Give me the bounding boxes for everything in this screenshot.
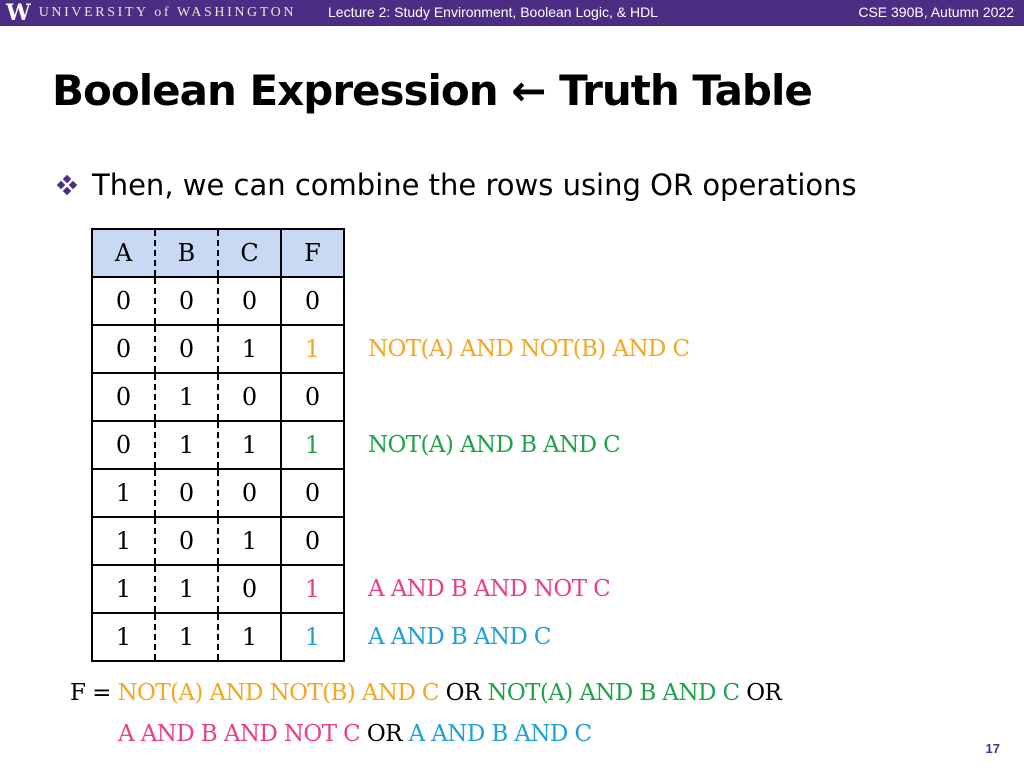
cell-output: 0 — [280, 468, 345, 518]
cell-output: 0 — [280, 372, 345, 422]
cell: 0 — [217, 372, 282, 422]
minterm-row-111: A AND B AND C — [368, 624, 552, 650]
minterm-row-011: NOT(A) AND B AND C — [368, 432, 621, 458]
table-row: 1 0 1 0 — [91, 516, 345, 566]
cell-output: 1 — [280, 564, 345, 614]
cell: 0 — [217, 468, 282, 518]
truth-table: A B C F 0 0 0 0 0 0 1 1 0 1 0 0 0 1 1 1 … — [91, 228, 345, 662]
cell-output: 0 — [280, 516, 345, 566]
formula-or: OR — [366, 721, 403, 747]
table-row: 0 0 1 1 — [91, 324, 345, 374]
cell: 0 — [91, 276, 156, 326]
table-row: 1 0 0 0 — [91, 468, 345, 518]
cell: 1 — [217, 516, 282, 566]
cell: 0 — [154, 324, 219, 374]
minterm-row-110: A AND B AND NOT C — [368, 576, 611, 602]
cell: 1 — [154, 564, 219, 614]
formula-line-2: A AND B AND NOT C OR A AND B AND C — [118, 721, 593, 747]
header-f: F — [280, 228, 345, 278]
uw-wordmark: UNIVERSITY of WASHINGTON — [38, 5, 297, 20]
cell: 1 — [217, 612, 282, 662]
cell: 1 — [217, 324, 282, 374]
formula-line-1: F = NOT(A) AND NOT(B) AND C OR NOT(A) AN… — [70, 680, 782, 706]
cell: 1 — [154, 612, 219, 662]
cell: 1 — [154, 420, 219, 470]
formula-term-4: A AND B AND C — [408, 721, 593, 747]
cell: 0 — [217, 276, 282, 326]
table-row: 0 1 0 0 — [91, 372, 345, 422]
cell: 0 — [154, 276, 219, 326]
formula-term-2: NOT(A) AND B AND C — [487, 680, 740, 706]
course-label: CSE 390B, Autumn 2022 — [858, 4, 1014, 20]
formula-term-1: NOT(A) AND NOT(B) AND C — [117, 680, 439, 706]
cell: 0 — [91, 372, 156, 422]
cell: 1 — [91, 612, 156, 662]
uw-logo: W UNIVERSITY of WASHINGTON — [6, 1, 296, 25]
table-header-row: A B C F — [91, 228, 345, 278]
formula-or: OR — [746, 680, 782, 706]
uw-w-logo-icon: W — [6, 0, 31, 26]
cell: 1 — [217, 420, 282, 470]
cell: 0 — [154, 516, 219, 566]
slide-title: Boolean Expression ← Truth Table — [52, 66, 813, 115]
minterm-row-001: NOT(A) AND NOT(B) AND C — [368, 336, 690, 362]
cell: 0 — [91, 324, 156, 374]
lecture-title: Lecture 2: Study Environment, Boolean Lo… — [328, 4, 658, 20]
bullet-item: Then, we can combine the rows using OR o… — [56, 168, 857, 202]
diamond-bullet-icon — [56, 174, 78, 196]
bullet-text: Then, we can combine the rows using OR o… — [92, 168, 857, 202]
cell: 1 — [91, 516, 156, 566]
cell: 0 — [217, 564, 282, 614]
header-c: C — [217, 228, 282, 278]
header-bar: W UNIVERSITY of WASHINGTON Lecture 2: St… — [0, 0, 1024, 26]
cell-output: 0 — [280, 276, 345, 326]
cell: 0 — [154, 468, 219, 518]
table-row: 0 0 0 0 — [91, 276, 345, 326]
cell-output: 1 — [280, 612, 345, 662]
cell: 1 — [91, 468, 156, 518]
cell: 1 — [154, 372, 219, 422]
formula-or: OR — [445, 680, 482, 706]
cell: 0 — [91, 420, 156, 470]
header-b: B — [154, 228, 219, 278]
cell: 1 — [91, 564, 156, 614]
page-number: 17 — [985, 741, 1000, 756]
formula-term-3: A AND B AND NOT C — [118, 721, 361, 747]
table-row: 1 1 0 1 — [91, 564, 345, 614]
table-row: 1 1 1 1 — [91, 612, 345, 662]
cell-output: 1 — [280, 420, 345, 470]
header-a: A — [91, 228, 156, 278]
table-row: 0 1 1 1 — [91, 420, 345, 470]
cell-output: 1 — [280, 324, 345, 374]
formula-prefix: F = — [70, 680, 111, 706]
